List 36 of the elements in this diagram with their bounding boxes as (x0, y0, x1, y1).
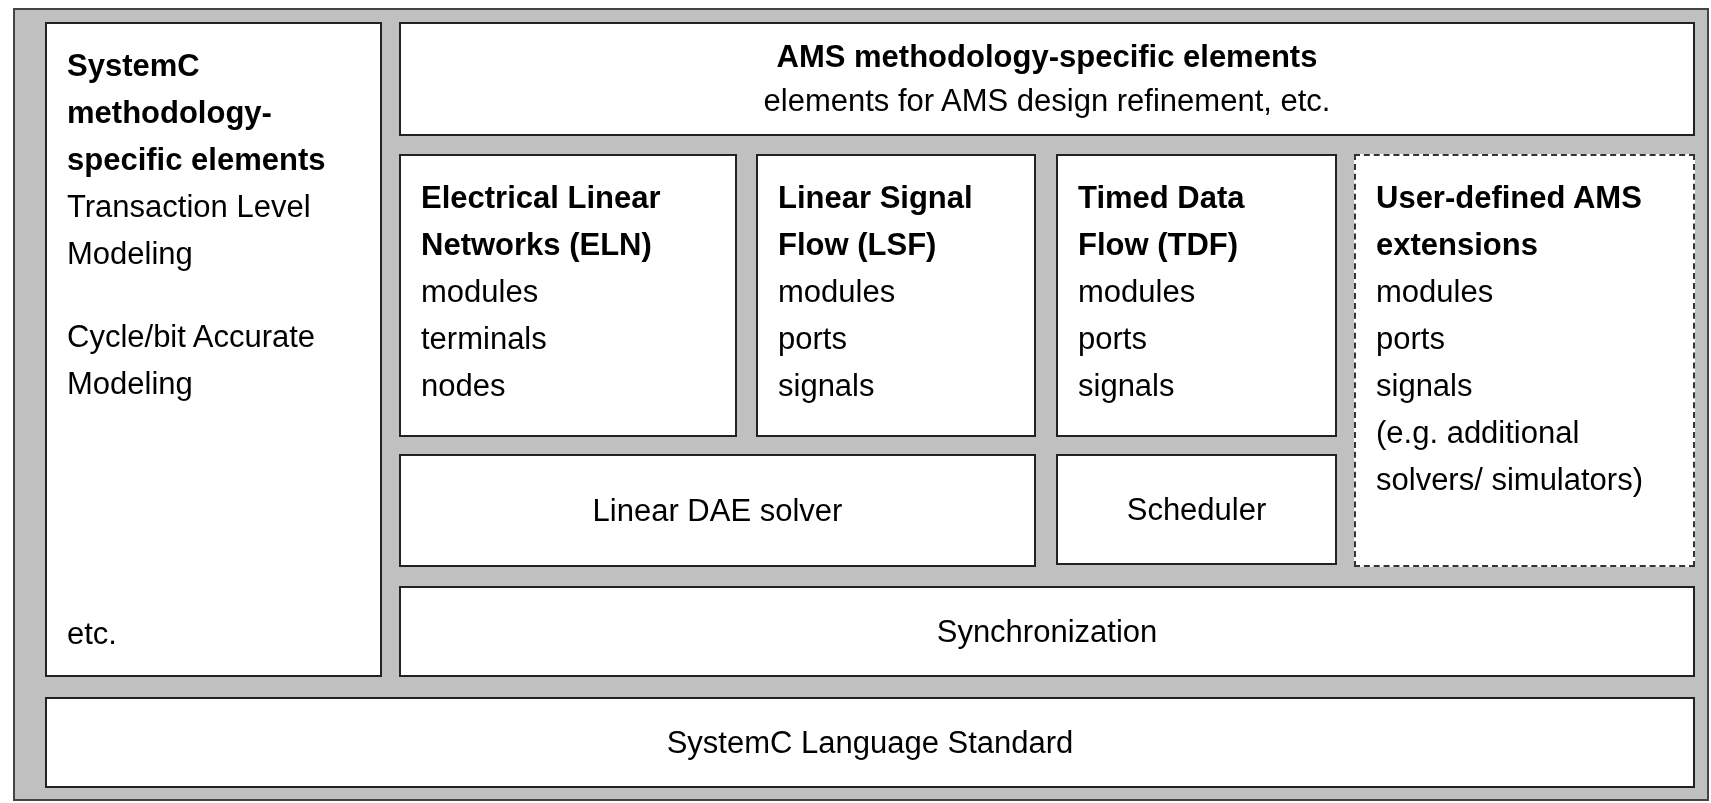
box-heading: Electrical Linear Networks (ELN) (421, 179, 662, 264)
layer-box (45, 697, 1695, 788)
box-text: signals (1078, 367, 1176, 405)
layer-box (399, 586, 1695, 677)
box-text: Cycle/bit Accurate Modeling (67, 318, 317, 403)
scheduler-box (1056, 454, 1337, 565)
box-text: ports (1376, 320, 1446, 358)
column-box (45, 22, 382, 677)
box-text: elements for AMS design refinement, etc. (763, 82, 1331, 120)
module-box (399, 154, 737, 437)
box-label: Synchronization (936, 613, 1158, 651)
box-label: Scheduler (1126, 491, 1267, 529)
box-text: etc. (67, 615, 118, 653)
box-text: terminals (421, 320, 548, 358)
box-text: Transaction Level Modeling (67, 188, 312, 273)
box-text: ports (778, 320, 848, 358)
box-heading: AMS methodology-specific elements (776, 38, 1318, 76)
box-label: Linear DAE solver (592, 492, 843, 530)
box-heading: Timed Data Flow (TDF) (1078, 179, 1246, 264)
header-box (399, 22, 1695, 136)
box-text: modules (1078, 273, 1197, 311)
box-heading: SystemC methodology-specific elements (67, 47, 327, 179)
solver-box (399, 454, 1036, 567)
module-box (756, 154, 1036, 437)
box-heading: Linear Signal Flow (LSF) (778, 179, 974, 264)
box-label: SystemC Language Standard (666, 724, 1074, 762)
box-text: ports (1078, 320, 1148, 358)
box-text: modules (1376, 273, 1495, 311)
extension-box (1354, 154, 1695, 567)
box-text: signals (778, 367, 876, 405)
box-text: modules (778, 273, 897, 311)
box-text: (e.g. additional solvers/ simulators) (1376, 414, 1644, 499)
module-box (1056, 154, 1337, 437)
box-text: nodes (421, 367, 507, 405)
box-text: signals (1376, 367, 1474, 405)
box-text: modules (421, 273, 540, 311)
